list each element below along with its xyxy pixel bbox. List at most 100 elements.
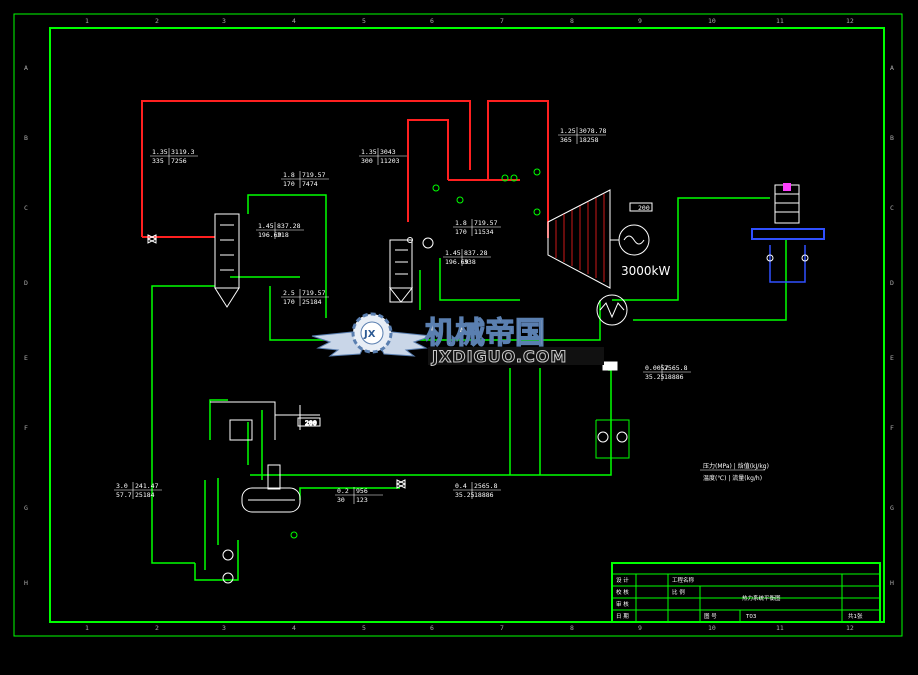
state-point-t-value: 365 (560, 136, 572, 144)
state-point-p-value: 0.2 (337, 487, 349, 495)
column-tick-label: 2 (155, 624, 159, 632)
column-tick-label: 10 (708, 624, 716, 632)
column-tick-label: 2 (155, 17, 159, 25)
column-tick-label: 11 (776, 624, 784, 632)
deaerator-tag: 200 (305, 419, 317, 427)
state-point-g-value: 18886 (664, 373, 684, 381)
legend-row-2: 温度(℃) | 流量(kg/h) (703, 474, 762, 482)
row-tick-label: F (24, 424, 28, 432)
state-point-g-value: 11203 (380, 157, 400, 165)
column-tick-label: 12 (846, 17, 854, 25)
tb-unit: 工程名称 (672, 576, 695, 584)
state-point-t-value: 35.25 (645, 373, 665, 381)
cooling-tower (751, 183, 825, 283)
column-tick-label: 3 (222, 17, 226, 25)
column-tick-label: 5 (362, 624, 366, 632)
state-point-h-value: 719.57 (302, 171, 326, 179)
valves (146, 168, 541, 539)
steam-turbine: 200 3000kW (547, 189, 670, 289)
state-point-h-value: 719.57 (474, 219, 498, 227)
state-point-h-value: 241.47 (135, 482, 159, 490)
row-tick-label: C (24, 204, 28, 212)
row-tick-label: C (890, 204, 894, 212)
turbine-power-label: 3000kW (621, 264, 670, 278)
row-tick-label: A (24, 64, 28, 72)
row-tick-label: G (24, 504, 28, 512)
tb-ratio: 比 例 (672, 588, 685, 596)
column-tick-label: 11 (776, 17, 784, 25)
turbine-tag: 200 (638, 204, 650, 212)
column-tick-label: 1 (85, 17, 89, 25)
row-tick-label: E (24, 354, 28, 362)
row-tick-label: E (890, 354, 894, 362)
column-tick-label: 7 (500, 624, 504, 632)
state-point-t-value: 196.69 (445, 258, 469, 266)
watermark-cn: 机械帝国 (425, 316, 545, 351)
boiler-2 (388, 239, 414, 303)
state-point-p-value: 1.8 (283, 171, 295, 179)
row-tick-label: F (890, 424, 894, 432)
state-point-t-value: 196.69 (258, 231, 282, 239)
state-point-g-value: 18886 (474, 491, 494, 499)
inner-frame (49, 27, 885, 623)
column-tick-label: 9 (638, 624, 642, 632)
state-point-p-value: 1.35 (152, 148, 168, 156)
row-tick-label: H (890, 579, 894, 587)
tb-designer: 设 计 (616, 576, 629, 584)
tb-title: 热力系统平衡图 (742, 594, 781, 602)
row-tick-label: D (24, 279, 28, 287)
title-block (611, 562, 881, 623)
tb-date: 日 期 (616, 613, 629, 620)
state-point-t-value: 35.25 (455, 491, 475, 499)
state-point-g-value: 338 (464, 258, 476, 266)
state-point-t-value: 170 (283, 298, 295, 306)
state-point-h-value: 956 (356, 487, 368, 495)
state-point-g-value: 11534 (474, 228, 494, 236)
state-point-p-value: 1.8 (455, 219, 467, 227)
column-tick-label: 6 (430, 17, 434, 25)
state-point-g-value: 25184 (135, 491, 155, 499)
column-tick-label: 1 (85, 624, 89, 632)
state-point-h-value: 837.28 (464, 249, 488, 257)
row-tick-label: G (890, 504, 894, 512)
tb-page: 共1张 (848, 612, 863, 620)
steam-lines (141, 100, 549, 238)
watermark-en: JXDIGUO.COM (431, 347, 567, 366)
column-tick-label: 8 (570, 624, 574, 632)
legend: 压力(MPa) | 焓值(kJ/kg) 温度(℃) | 流量(kg/h) (700, 462, 769, 482)
state-point-p-value: 1.45 (258, 222, 274, 230)
column-tick-label: 6 (430, 624, 434, 632)
column-tick-label: 5 (362, 17, 366, 25)
title-block-text: 设 计 校 核 审 核 日 期 工程名称 比 例 热力系统平衡图 图 号 T03… (616, 576, 863, 620)
state-point-t-value: 57.7 (116, 491, 132, 499)
tb-approver: 审 核 (616, 600, 629, 608)
column-tick-label: 10 (708, 17, 716, 25)
tb-sheet-no: T03 (745, 614, 757, 620)
state-point-g-value: 218 (277, 231, 289, 239)
feed-pumps (222, 549, 234, 584)
legend-row-1: 压力(MPa) | 焓值(kJ/kg) (703, 462, 769, 470)
state-point-g-value: 7474 (302, 180, 318, 188)
state-point-g-value: 25184 (302, 298, 322, 306)
state-point-h-value: 3043 (380, 148, 396, 156)
state-point-g-value: 7256 (171, 157, 187, 165)
column-tick-label: 4 (292, 624, 296, 632)
watermark-emblem: JX (363, 329, 376, 340)
state-point-t-value: 335 (152, 157, 164, 165)
row-tick-label: B (24, 134, 28, 142)
state-point-p-value: 2.5 (283, 289, 295, 297)
state-point-t-value: 170 (283, 180, 295, 188)
state-point-p-value: 1.25 (560, 127, 576, 135)
condenser (596, 294, 628, 371)
